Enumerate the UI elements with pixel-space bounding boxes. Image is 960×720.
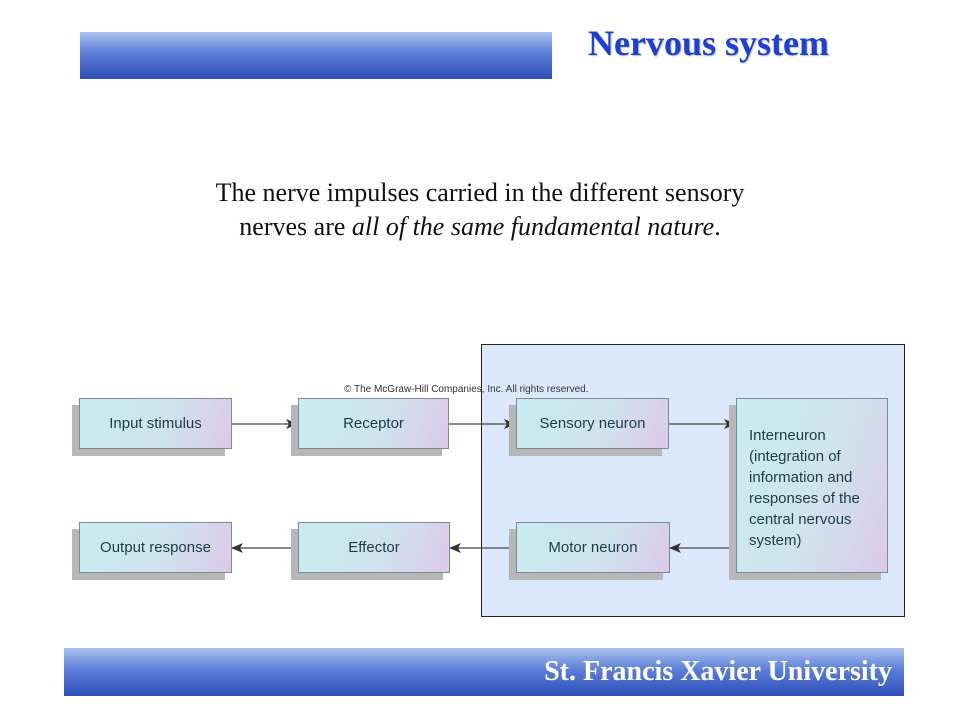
node-sensory-neuron: Sensory neuron	[516, 398, 669, 449]
node-input-stimulus: Input stimulus	[79, 398, 232, 449]
interneuron-line: responses of the	[749, 490, 860, 507]
node-receptor: Receptor	[298, 398, 449, 449]
interneuron-line: information and	[749, 469, 853, 486]
footer-university: St. Francis Xavier University	[544, 656, 892, 687]
interneuron-label: Interneuron (integration of information …	[749, 425, 860, 551]
interneuron-line: central nervous	[749, 511, 852, 528]
header-bar	[80, 32, 552, 79]
slide-title: Nervous system	[588, 23, 829, 63]
interneuron-line: Interneuron	[749, 427, 826, 444]
body-line-2-italic: all of the same fundamental nature	[351, 212, 715, 241]
body-line-2-plain: nerves are	[239, 212, 352, 241]
node-effector: Effector	[298, 522, 450, 573]
footer-bar: St. Francis Xavier University	[64, 648, 904, 696]
interneuron-line: (integration of	[749, 448, 841, 465]
interneuron-line: system)	[749, 532, 802, 549]
node-motor-neuron: Motor neuron	[516, 522, 670, 573]
body-text: The nerve impulses carried in the differ…	[100, 176, 860, 244]
node-output-response: Output response	[79, 522, 232, 573]
node-interneuron: Interneuron (integration of information …	[736, 398, 888, 573]
body-line-1: The nerve impulses carried in the differ…	[215, 178, 745, 207]
copyright-notice: © The McGraw-Hill Companies, Inc. All ri…	[344, 384, 589, 395]
body-line-2-end: .	[714, 212, 721, 241]
